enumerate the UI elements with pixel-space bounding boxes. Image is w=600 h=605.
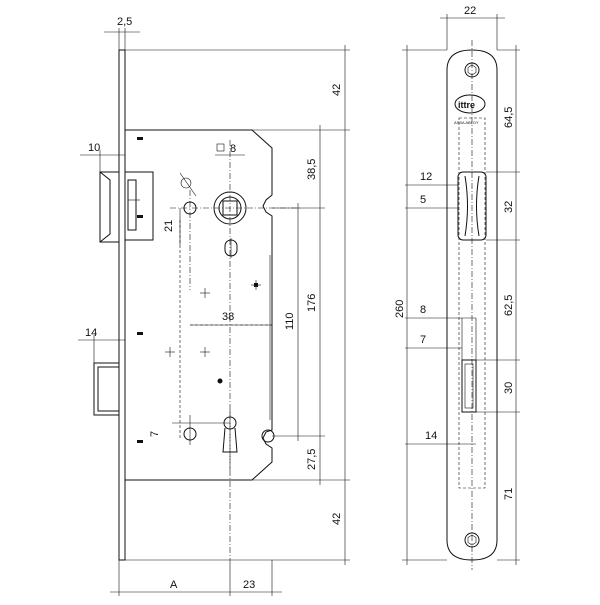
maker-text: ASSA ABLOY [454, 120, 479, 125]
dim-total-height: 260 [394, 300, 406, 318]
dim-key-to-bottom: 27,5 [306, 449, 318, 470]
dim-case-width: 38 [222, 311, 234, 323]
square-symbol [216, 143, 225, 152]
front-faceplate [446, 49, 498, 561]
dim-plate-width: 22 [464, 5, 476, 17]
dim-faceplate: 2,5 [117, 16, 132, 28]
rivet-marks [165, 280, 261, 384]
dim-follower-offset: 38,5 [306, 159, 318, 180]
dim-plate-bottom: 71 [503, 488, 515, 500]
latch-bolt [99, 171, 154, 243]
fixing-hole-upper [179, 172, 197, 290]
dim-deadbolt-projection: 14 [85, 327, 97, 339]
dim-bottom-margin: 42 [331, 513, 343, 525]
dim-plate-top: 64,5 [503, 107, 515, 128]
dim-slot-offset: 7 [420, 334, 426, 346]
dim-deadbolt-width: 14 [425, 430, 437, 442]
dim-backset: A [170, 579, 178, 591]
dim-follower-square: 8 [230, 143, 236, 155]
brand-logo: ittre ASSA ABLOY [454, 94, 486, 125]
dim-center-distance: 110 [284, 312, 296, 330]
dim-latch-height: 32 [503, 201, 515, 213]
side-view: 2,5 8 21 10 14 38 7 A 23 [78, 16, 350, 596]
dim-backset-top: 21 [163, 220, 175, 232]
dim-key-distance: 7 [149, 431, 161, 437]
faceplate [118, 49, 126, 561]
logo-text: ittre [458, 100, 475, 110]
dim-latch-width: 12 [420, 171, 432, 183]
front-view: ittre ASSA ABLOY 22 12 5 8 7 [394, 5, 520, 570]
dim-width-top: 176 [306, 294, 318, 312]
vertical-dimensions-right: 64,5 32 62,5 30 71 [476, 45, 520, 565]
dim-mid-distance: 62,5 [503, 295, 515, 316]
dim-slot-width: 8 [420, 304, 426, 316]
vertical-dimensions-left: 42 38,5 176 110 27,5 42 [125, 45, 350, 565]
dim-deadbolt-height: 30 [503, 382, 515, 394]
dim-case-depth: 23 [243, 579, 255, 591]
dim-latch-offset: 5 [420, 194, 426, 206]
lock-case [125, 129, 273, 481]
deadbolt [93, 362, 120, 416]
follower [170, 140, 300, 560]
front-deadbolt [461, 359, 477, 413]
dim-top-to-follower: 42 [331, 84, 343, 96]
dim-bolt-length: 10 [88, 142, 100, 154]
